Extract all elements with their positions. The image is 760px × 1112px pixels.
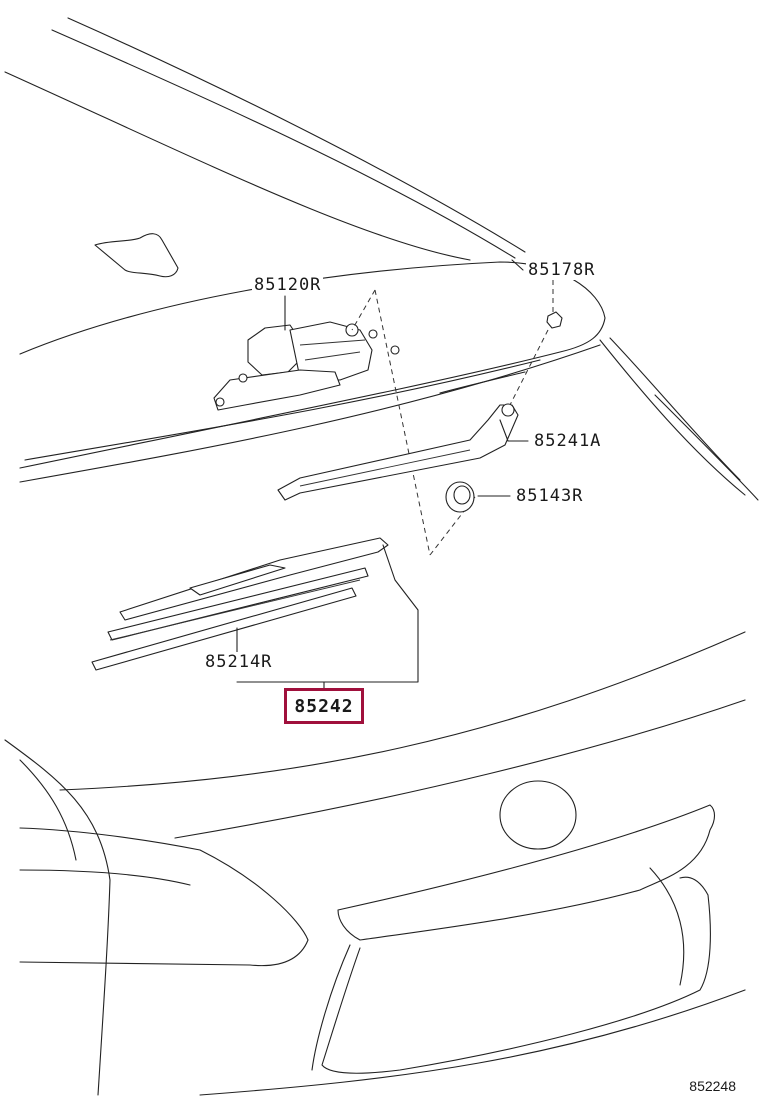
roof-outline: [4, 17, 526, 261]
trunk-outline: [4, 631, 746, 1096]
wiper-arm-drawing: [277, 403, 519, 501]
part-label-cap[interactable]: 85143R: [514, 486, 586, 506]
part-label-arm[interactable]: 85241A: [532, 431, 604, 451]
glass-logo-shape: [94, 233, 179, 278]
wiper-motor-drawing: [213, 321, 400, 411]
wiper-blade-drawing: [91, 537, 389, 671]
part-label-motor[interactable]: 85120R: [252, 275, 324, 295]
nut-drawing: [546, 311, 563, 329]
diagram-id: 852248: [689, 1078, 736, 1094]
leader-lines: [236, 259, 529, 689]
assembly-guides: [351, 280, 554, 556]
part-label-blade-assy-highlighted[interactable]: 85242: [284, 688, 364, 724]
rear-glass-outline: [19, 261, 759, 501]
cap-drawing: [445, 481, 475, 513]
part-label-nut[interactable]: 85178R: [526, 260, 598, 280]
part-label-blade-rubber[interactable]: 85214R: [203, 652, 275, 672]
